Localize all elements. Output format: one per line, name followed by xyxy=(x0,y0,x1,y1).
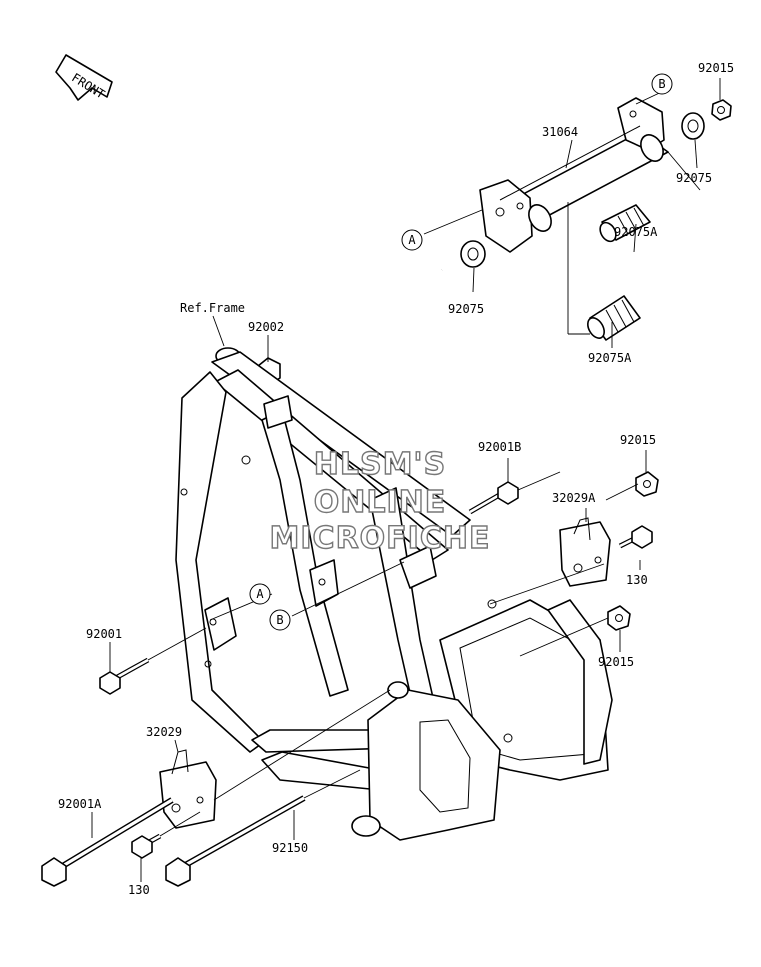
label-32029: 32029 xyxy=(146,725,182,739)
nut-92015-top xyxy=(711,99,732,121)
rubber-92075a-bottom xyxy=(587,295,641,341)
bolt-130-right xyxy=(618,525,653,549)
bracket-32029 xyxy=(159,749,217,829)
svg-text:A: A xyxy=(256,587,264,601)
watermark-line1: HLSM'S xyxy=(314,447,446,482)
bracket-32029a xyxy=(559,517,611,587)
label-130-left: 130 xyxy=(128,883,150,897)
bolt-92001 xyxy=(99,657,150,695)
svg-text:B: B xyxy=(658,77,665,91)
label-92015-mid: 92015 xyxy=(620,433,656,447)
svg-text:B: B xyxy=(276,613,283,627)
label-92075-right: 92075 xyxy=(676,171,712,185)
label-92002: 92002 xyxy=(248,320,284,334)
label-92075a-top: 92075A xyxy=(614,225,658,239)
front-arrow-icon: FRONT xyxy=(55,54,113,101)
label-92001b: 92001B xyxy=(478,440,521,454)
callout-b-top: B xyxy=(651,73,673,95)
label-92001a: 92001A xyxy=(58,797,102,811)
watermark: HLSM'S ONLINE MICROFICHE xyxy=(269,446,491,556)
label-92001: 92001 xyxy=(86,627,122,641)
svg-text:A: A xyxy=(408,233,416,247)
label-32029a: 32029A xyxy=(552,491,596,505)
label-31064: 31064 xyxy=(542,125,578,139)
nut-92015-low xyxy=(607,605,631,631)
watermark-line2: ONLINE xyxy=(314,485,447,520)
motorcycle-frame xyxy=(175,347,613,841)
label-ref-frame: Ref.Frame xyxy=(180,301,245,315)
label-92015-top: 92015 xyxy=(698,61,734,75)
bolt-92150 xyxy=(165,795,306,887)
nut-92015-mid xyxy=(635,471,659,497)
callout-b-frame: B xyxy=(269,609,291,631)
label-92075a-bottom: 92075A xyxy=(588,351,632,365)
washer-92075-right xyxy=(681,112,705,140)
rubber-92075a-top xyxy=(599,204,651,243)
label-92150: 92150 xyxy=(272,841,308,855)
label-92015-low: 92015 xyxy=(598,655,634,669)
bolt-130-left xyxy=(131,833,162,859)
label-92075-left: 92075 xyxy=(448,302,484,316)
bolt-92001a xyxy=(41,797,174,887)
callout-a-top: A xyxy=(401,229,423,251)
leader-lines xyxy=(91,78,721,882)
callout-a-frame: A xyxy=(249,583,271,605)
engine-mount-31064 xyxy=(479,97,669,253)
washer-92075-left xyxy=(460,240,486,268)
bolt-92001b xyxy=(468,481,519,515)
label-130-right: 130 xyxy=(626,573,648,587)
bolt-92002 xyxy=(257,268,443,385)
watermark-line3: MICROFICHE xyxy=(270,521,491,556)
